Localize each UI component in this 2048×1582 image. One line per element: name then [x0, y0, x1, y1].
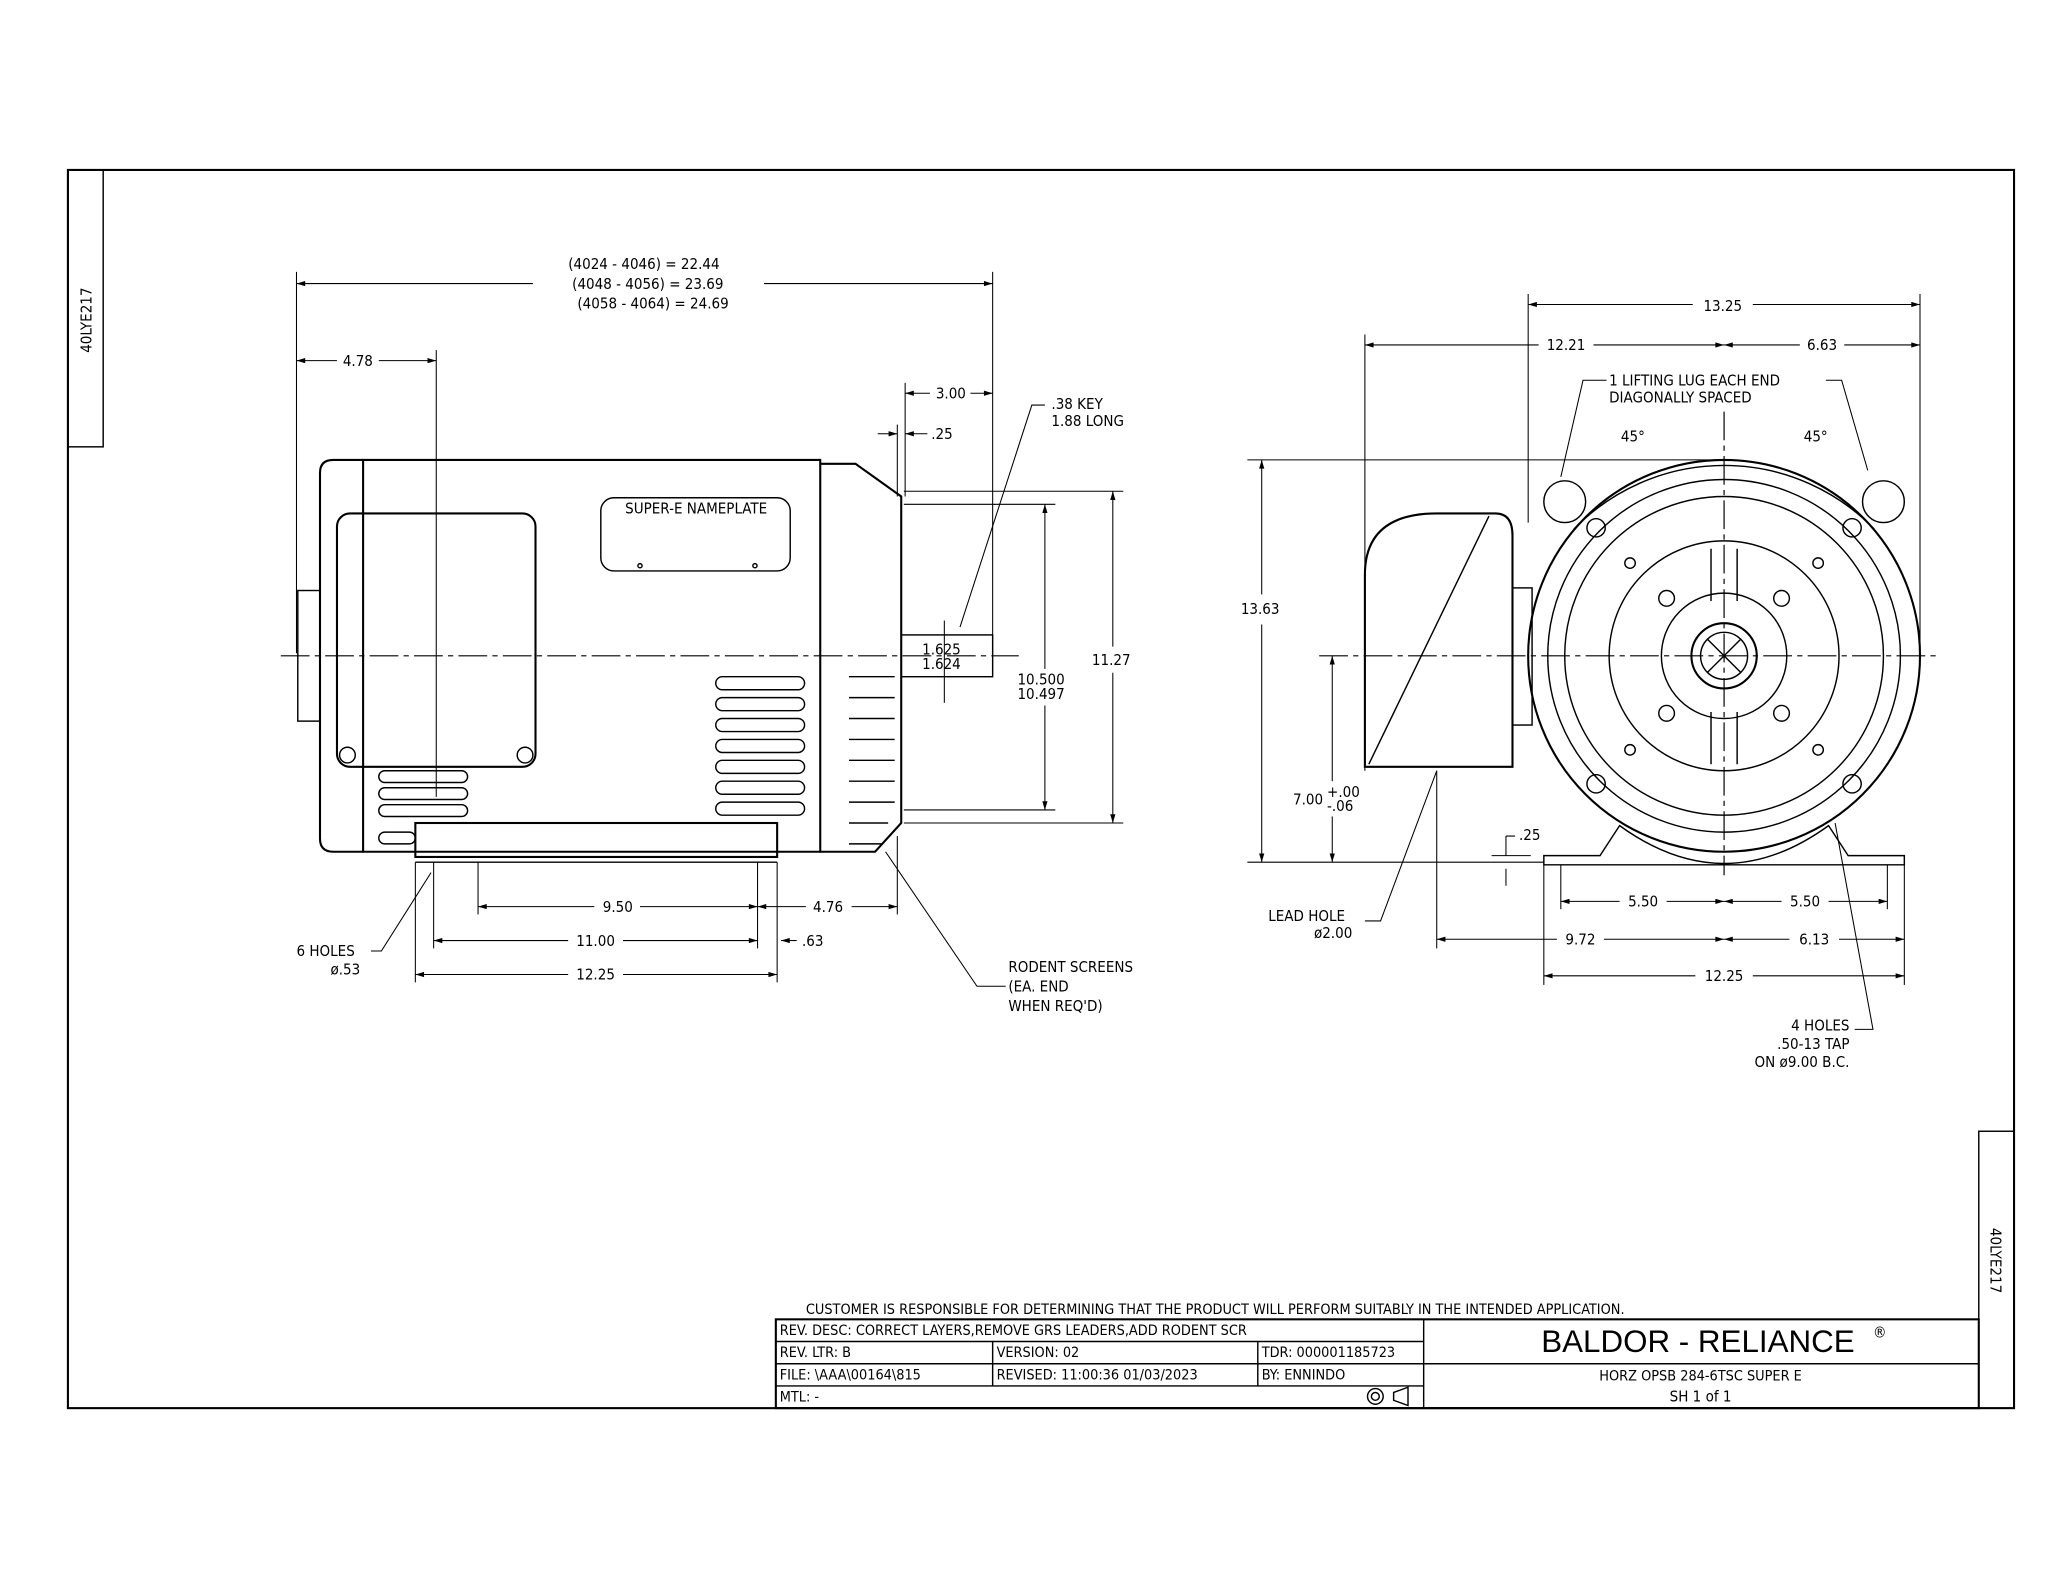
- lead-hole-note-2: ø2.00: [1314, 924, 1352, 942]
- overall-length-1: (4024 - 4046) = 22.44: [568, 255, 719, 273]
- dim-13-25: 13.25: [1703, 297, 1742, 315]
- overall-length-3: (4058 - 4064) = 24.69: [577, 294, 728, 312]
- dim-0-25: .25: [931, 425, 952, 443]
- dim-4-76: 4.76: [813, 898, 843, 916]
- nameplate-label: SUPER-E NAMEPLATE: [625, 499, 767, 517]
- dim-7-00-tol-plus: +.00: [1327, 783, 1360, 801]
- dim-0-25-foot: .25: [1519, 826, 1540, 844]
- dim-0-63: .63: [802, 932, 823, 950]
- key-note-1: .38 KEY: [1051, 395, 1103, 413]
- angle-right: 45°: [1804, 428, 1828, 446]
- dim-11-00: 11.00: [576, 932, 615, 950]
- lug-note-2: DIAGONALLY SPACED: [1609, 388, 1752, 406]
- drawing-number-right: 40LYE217: [1987, 1228, 2005, 1293]
- sheet-number: SH 1 of 1: [1670, 1388, 1732, 1406]
- by: BY: ENNINDO: [1262, 1367, 1346, 1383]
- disclaimer: CUSTOMER IS RESPONSIBLE FOR DETERMINING …: [806, 1302, 1625, 1318]
- rodent-note-2: (EA. END: [1008, 977, 1068, 995]
- dim-4-78: 4.78: [343, 352, 373, 370]
- title-block: CUSTOMER IS RESPONSIBLE FOR DETERMINING …: [774, 1302, 1980, 1410]
- dim-6-13: 6.13: [1799, 930, 1829, 948]
- end-view: 13.25 12.21 6.63 1 LIFTING LUG EACH END …: [1241, 294, 1940, 1071]
- registered-mark: ®: [1873, 1324, 1887, 1342]
- shaft-dia-min: 1.624: [922, 655, 961, 673]
- conduit-box: [1363, 512, 1514, 768]
- dim-7-00: 7.00: [1293, 791, 1323, 809]
- dim-11-27: 11.27: [1092, 651, 1131, 669]
- shaft-dia-max: 1.625: [922, 641, 961, 659]
- drawing-description: HORZ OPSB 284-6TSC SUPER E: [1599, 1369, 1802, 1385]
- pilot-dia-max: 10.500: [1017, 671, 1064, 689]
- dim-9-50: 9.50: [603, 898, 633, 916]
- dim-9-72: 9.72: [1565, 930, 1595, 948]
- vents: [378, 675, 895, 845]
- dim-5-50-right: 5.50: [1790, 893, 1820, 911]
- nameplate: [600, 497, 791, 572]
- file: FILE: \AAA\00164\815: [780, 1367, 921, 1383]
- shaft: [900, 634, 994, 678]
- dim-5-50-left: 5.50: [1628, 893, 1658, 911]
- holes-note-1: 6 HOLES: [296, 942, 354, 960]
- overall-length-2: (4048 - 4056) = 23.69: [572, 275, 723, 293]
- tap-note-3: ON ø9.00 B.C.: [1755, 1053, 1850, 1071]
- mounting-foot: [414, 821, 779, 859]
- dim-12-21: 12.21: [1547, 336, 1586, 354]
- revised: REVISED: 11:00:36 01/03/2023: [997, 1367, 1198, 1383]
- tap-note-1: 4 HOLES: [1791, 1017, 1849, 1035]
- lug-note-1: 1 LIFTING LUG EACH END: [1609, 371, 1780, 389]
- pilot-dia-min: 10.497: [1017, 685, 1064, 703]
- front-endbell: [820, 462, 903, 853]
- key-note-2: 1.88 LONG: [1051, 412, 1124, 430]
- dim-12-25-end: 12.25: [1705, 967, 1744, 985]
- dim-12-25: 12.25: [576, 966, 615, 984]
- tap-note-2: .50-13 TAP: [1777, 1035, 1849, 1053]
- rodent-note-3: WHEN REQ'D): [1008, 997, 1102, 1015]
- lead-hole-note-1: LEAD HOLE: [1268, 907, 1345, 925]
- dim-6-63: 6.63: [1807, 336, 1837, 354]
- side-view: SUPER-E NAMEPLATE: [280, 255, 1133, 1015]
- rev-desc: REV. DESC: CORRECT LAYERS,REMOVE GRS LEA…: [780, 1323, 1247, 1339]
- rodent-note-1: RODENT SCREENS: [1008, 958, 1133, 976]
- brand-logo: BALDOR - RELIANCE: [1541, 1324, 1854, 1359]
- dim-13-63: 13.63: [1241, 600, 1280, 618]
- holes-note-2: ø.53: [330, 961, 360, 979]
- third-angle-projection-icon: [1366, 1386, 1409, 1407]
- tdr: TDR: 000001185723: [1261, 1345, 1395, 1361]
- version: VERSION: 02: [997, 1345, 1080, 1361]
- mtl: MTL: -: [780, 1390, 820, 1406]
- dim-3-00: 3.00: [936, 385, 966, 403]
- angle-left: 45°: [1621, 428, 1645, 446]
- drawing-number-left: 40LYE217: [77, 288, 95, 353]
- rev-ltr: REV. LTR: B: [780, 1345, 851, 1361]
- dim-7-00-tol-minus: -.06: [1327, 797, 1353, 815]
